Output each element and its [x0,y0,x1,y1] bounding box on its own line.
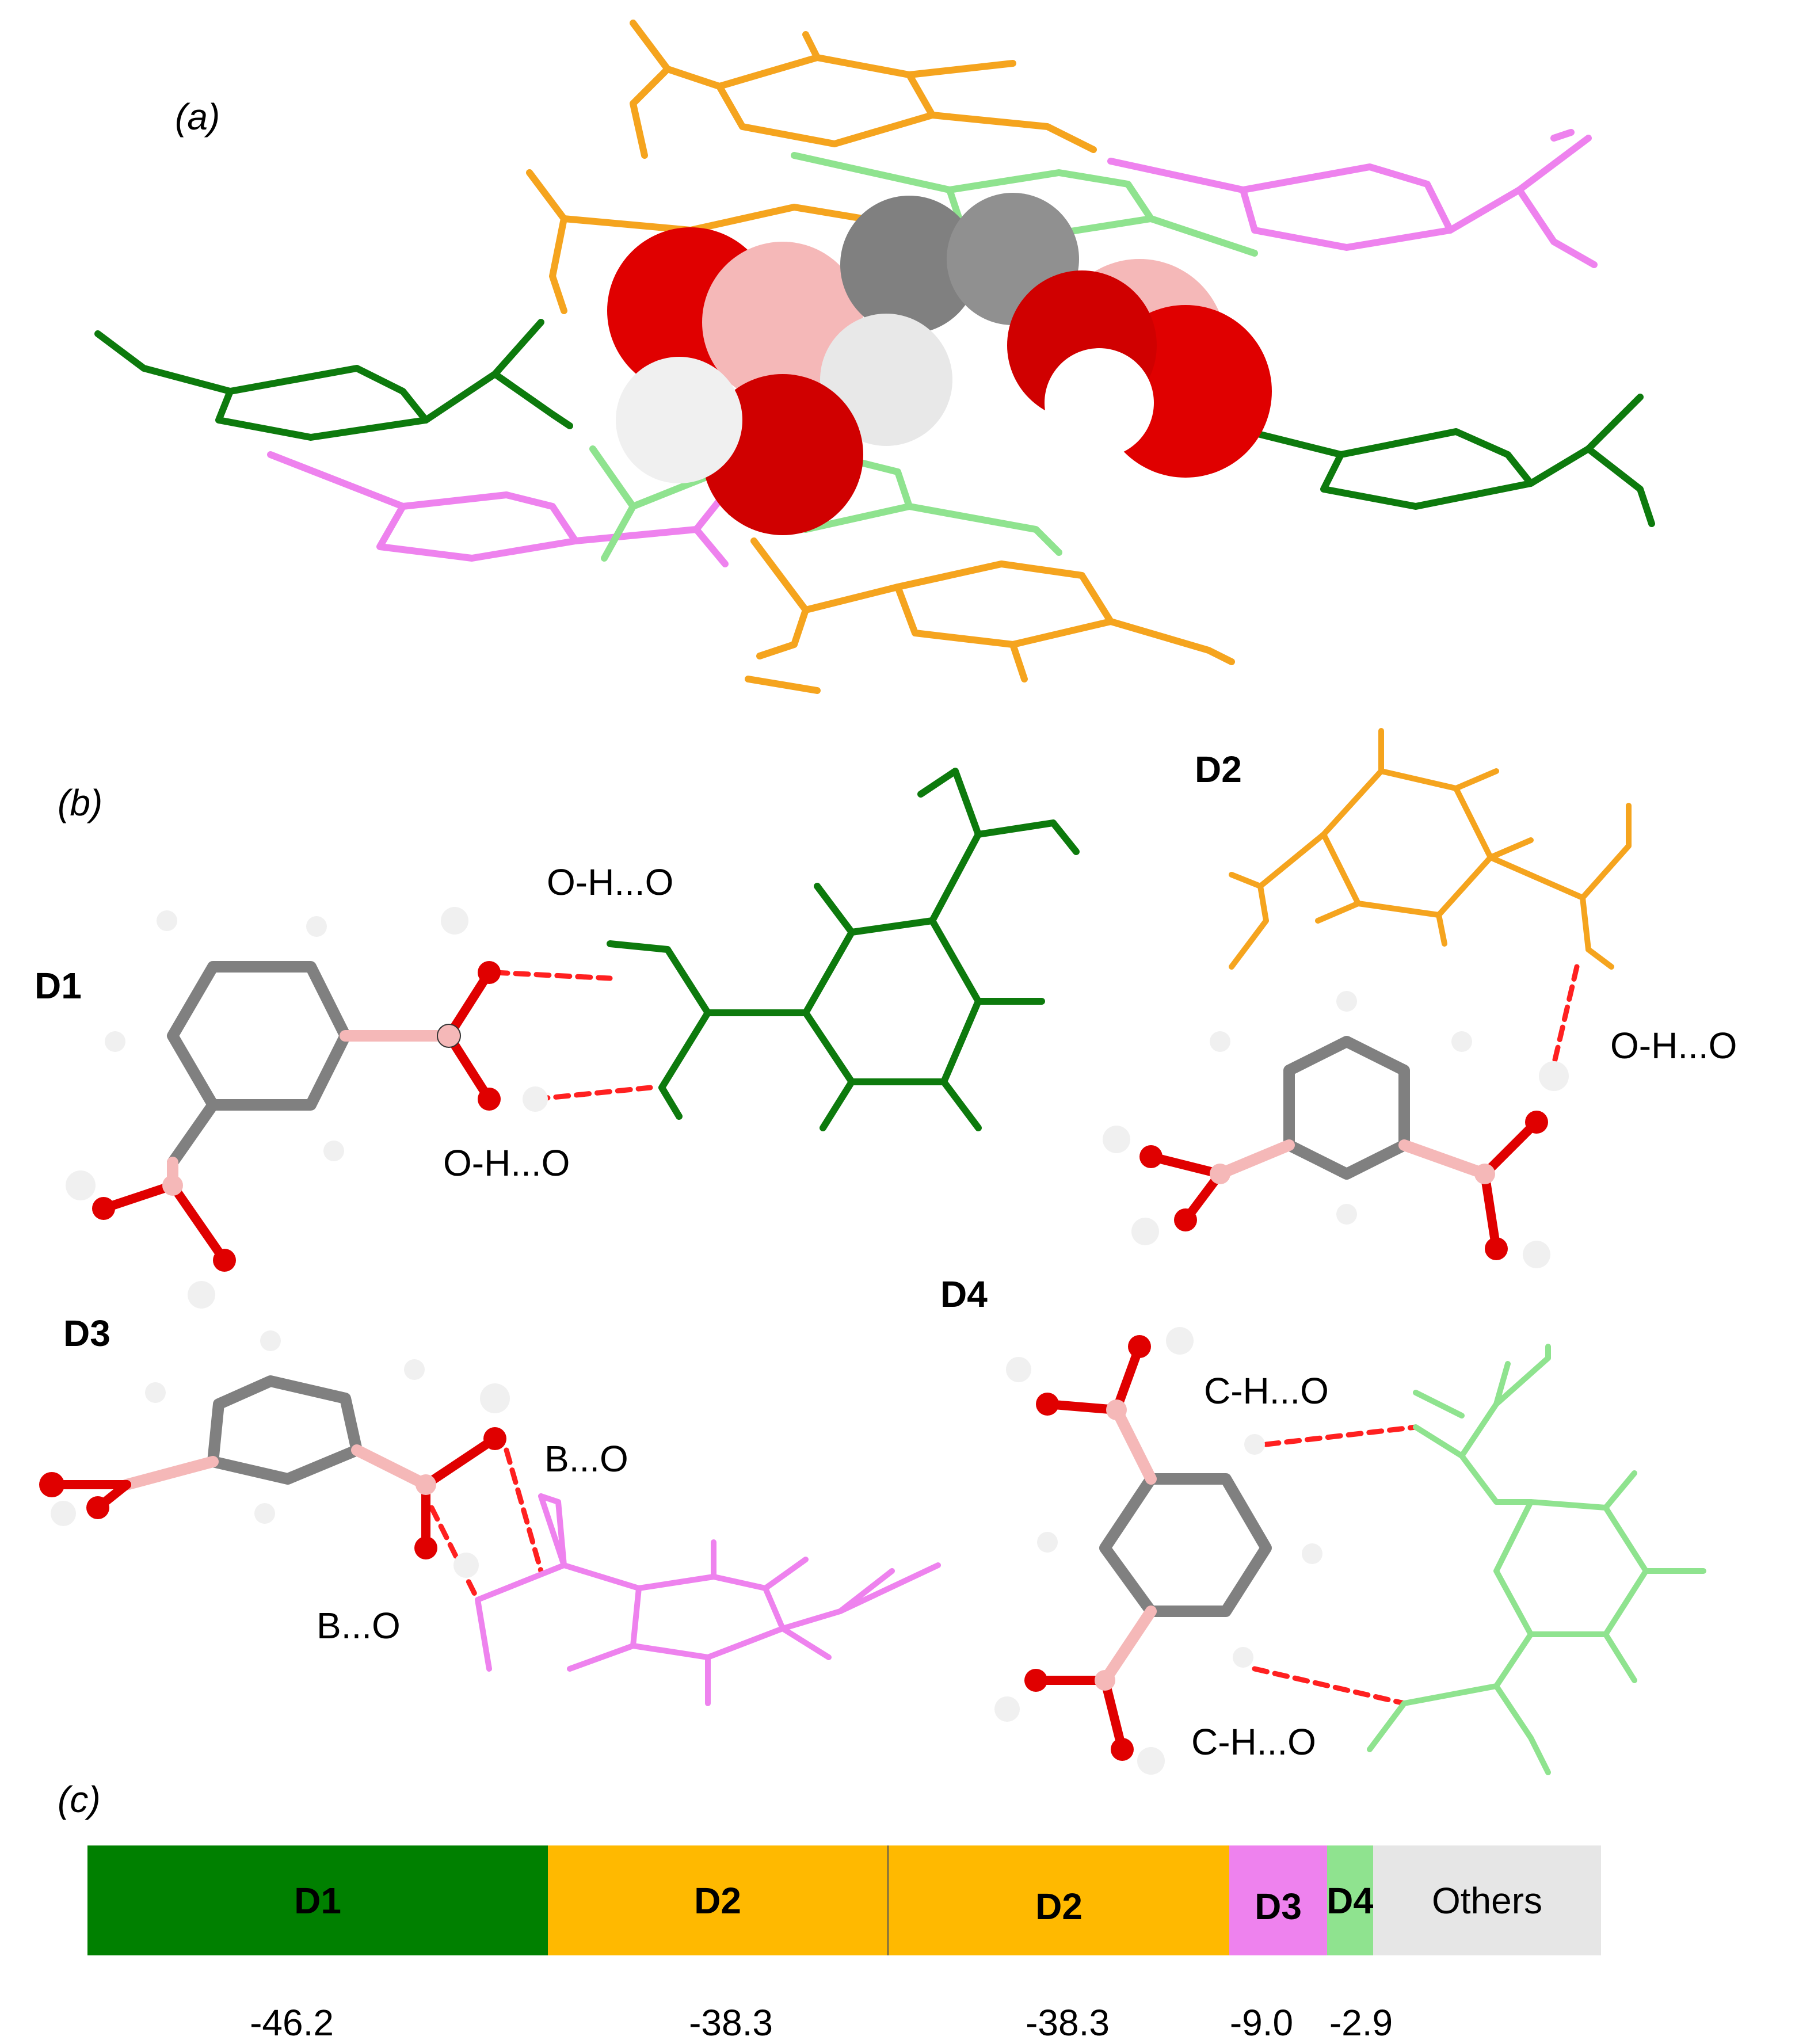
bar-segment-d2-first: D2 [548,1845,889,1955]
dimer-label-d3: D3 [63,1313,110,1354]
d1-interaction-top: O-H...O [547,861,674,903]
d3-atoms [39,1330,510,1578]
packing-orange-molecules [526,20,1235,694]
space-filling-molecule [607,193,1272,535]
value-label-d4: -2.9 [1329,2002,1393,2043]
bar-segment-d3: D3 [1229,1845,1327,1955]
d1-interaction-bottom: O-H...O [443,1142,570,1184]
d3-interaction-top: B...O [544,1438,628,1479]
d2-central-molecule [1214,1036,1491,1180]
d4-interaction-top: C-H...O [1204,1370,1329,1412]
d2-boronic-groups [1146,1118,1541,1253]
value-label-d2-first: -38.3 [689,2002,773,2043]
dimer-label-d2: D2 [1195,749,1242,790]
bar-segment-d4: D4 [1327,1845,1374,1955]
d4-hbond [1252,1424,1419,1706]
d1-central-molecule [167,961,455,1191]
value-label-d1: -46.2 [250,2002,334,2043]
d2-atoms [1103,991,1569,1268]
d4-atoms [994,1327,1322,1775]
panel-label-c: (c) [58,1779,101,1820]
d4-partner-molecule [1367,1344,1706,1775]
d1-atoms [66,907,548,1309]
d1-partner-molecule [607,768,1080,1131]
d4-interaction-bottom: C-H...O [1191,1721,1316,1763]
value-label-d2-second: -38.3 [1026,2002,1110,2043]
bar-segment-others: Others [1373,1845,1601,1955]
d3-interaction-bottom: B...O [317,1605,401,1646]
value-label-d3: -9.0 [1229,2002,1294,2043]
panel-label-a: (a) [175,96,220,138]
d4-central-molecule [1099,1404,1272,1686]
d1-boronic-groups [99,968,494,1265]
dimer-label-d4: D4 [940,1273,988,1315]
d2-interaction: O-H...O [1610,1025,1737,1066]
bar-segment-d1: D1 [87,1845,548,1955]
panel-label-b: (b) [58,782,103,823]
d2-partner-molecule [1229,728,1632,970]
dimer-label-d1: D1 [35,965,82,1006]
d3-central-molecule [121,1375,432,1490]
bar-segment-d2-second: D2 [889,1845,1229,1955]
d3-hbond [429,1447,544,1603]
d3-partner-molecule [475,1493,941,1706]
d2-hbond [1551,964,1580,1067]
d1-hbond [492,970,653,1102]
